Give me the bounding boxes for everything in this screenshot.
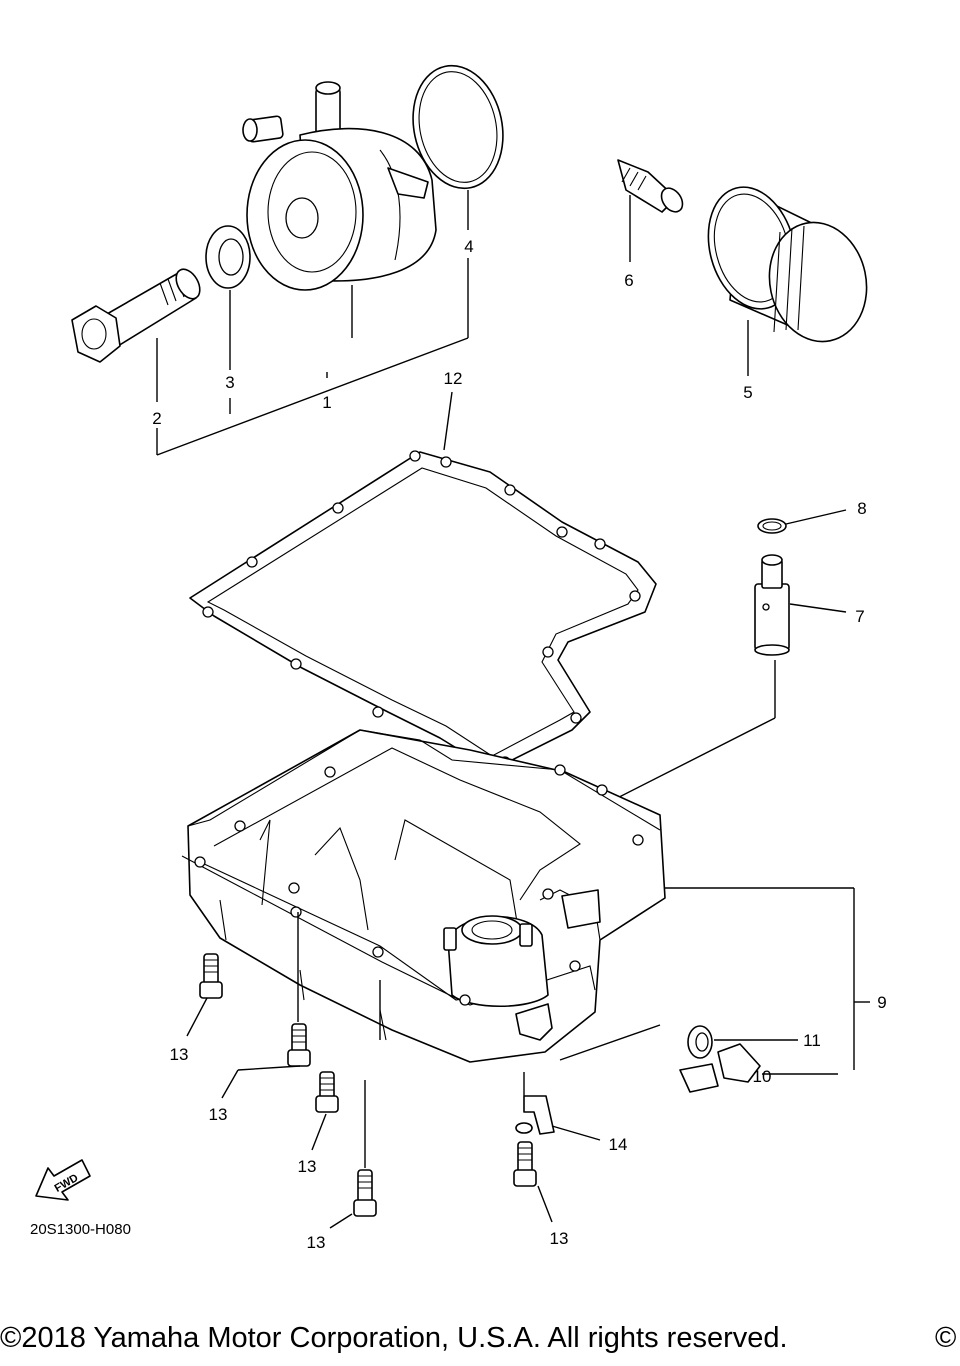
drain-washer-part: [687, 1025, 713, 1059]
oil-cooler-part: [242, 81, 437, 291]
callout-6: 6: [624, 271, 633, 290]
callout-5: 5: [743, 383, 752, 402]
callout-13: 13: [298, 1157, 317, 1176]
bolt-part: [199, 953, 223, 999]
callout-7: 7: [855, 607, 864, 626]
bolt-part: [513, 1141, 537, 1187]
callout-10: 10: [753, 1067, 772, 1086]
callout-13: 13: [170, 1045, 189, 1064]
callout-13: 13: [307, 1233, 326, 1252]
union-bolt-part: [71, 268, 201, 363]
oil-pan-part: [181, 729, 666, 1063]
oil-pan-gasket-part: [189, 450, 657, 771]
callout-4: 4: [464, 237, 473, 256]
callout-13: 13: [209, 1105, 228, 1124]
callout-9: 9: [877, 993, 886, 1012]
drain-bolt-part: [679, 1043, 761, 1093]
pipe-part: [754, 554, 790, 656]
bolt-part: [353, 1169, 377, 1217]
gasket-ring-part: [757, 518, 787, 534]
oil-filter-part: [707, 186, 868, 343]
copyright-footer: ©2018 Yamaha Motor Corporation, U.S.A. A…: [0, 1322, 960, 1362]
callout-12: 12: [444, 369, 463, 388]
bolt-part: [315, 1071, 339, 1113]
callout-2: 2: [152, 409, 161, 428]
fitting-part: [617, 159, 684, 213]
copyright-mark: ©: [935, 1322, 957, 1354]
bolt-part: [287, 1023, 311, 1067]
drawing-code: 20S1300-H080: [30, 1221, 131, 1238]
callout-1: 1: [322, 393, 331, 412]
callout-13: 13: [550, 1229, 569, 1248]
callout-11: 11: [803, 1031, 821, 1050]
callout-3: 3: [225, 373, 234, 392]
clip-part: [515, 1095, 555, 1135]
washer-part: [205, 225, 251, 289]
o-ring-part: [412, 64, 504, 190]
fwd-arrow-icon: FWD: [35, 1159, 91, 1201]
callout-14: 14: [609, 1135, 628, 1154]
callout-8: 8: [857, 499, 866, 518]
leader-lines-top: [156, 190, 749, 456]
copyright-text: ©2018 Yamaha Motor Corporation, U.S.A. A…: [0, 1322, 788, 1354]
callout-labels: 1 2 3 4 5 6 7 8 9 10 11 12 13 13 13 13 1…: [152, 237, 886, 1252]
